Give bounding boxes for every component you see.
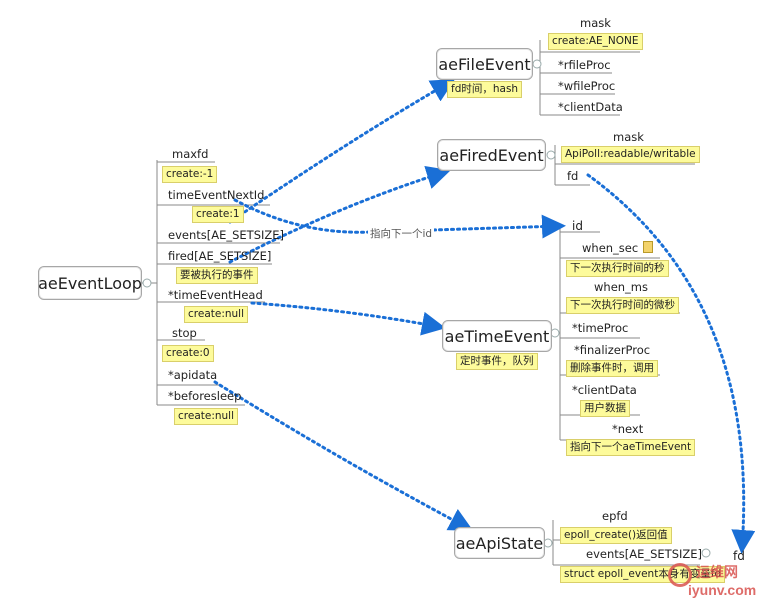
field-events: events[AE_SETSIZE] — [168, 228, 285, 242]
note-finalizerproc: 删除事件时，调用 — [566, 360, 658, 377]
node-ae-event-loop[interactable]: aeEventLoop — [38, 266, 142, 300]
event-loop-branches — [141, 160, 280, 406]
connector-label-next-id: 指向下一个id — [368, 227, 435, 241]
node-ae-time-event[interactable]: aeTimeEvent — [442, 320, 552, 352]
note-fired-mask: ApiPoll:readable/writable — [561, 146, 700, 163]
field-rfileproc: *rfileProc — [558, 58, 611, 72]
field-file-mask: mask — [580, 16, 611, 30]
field-next: *next — [612, 422, 644, 436]
field-fired-fd: fd — [567, 169, 579, 183]
watermark-text-cn: 运维网 — [696, 564, 738, 580]
note-time-event-next-id: create:1 — [192, 206, 244, 223]
watermark-logo — [668, 563, 692, 587]
note-when-sec: 下一次执行时间的秒 — [566, 260, 669, 277]
watermark-text-url: iyunv.com — [688, 582, 757, 598]
note-when-ms: 下一次执行时间的微秒 — [566, 297, 679, 314]
field-id: id — [572, 219, 583, 233]
note-time-event: 定时事件，队列 — [456, 353, 538, 370]
field-fired: fired[AE_SETSIZE] — [168, 249, 272, 263]
note-file-mask: create:AE_NONE — [548, 33, 643, 50]
node-ae-api-state[interactable]: aeApiState — [454, 527, 545, 559]
note-time-clientdata: 用户数据 — [580, 400, 630, 417]
field-api-fd: fd — [733, 549, 745, 563]
field-beforesleep: *beforesleep — [168, 389, 242, 403]
field-time-clientdata: *clientData — [572, 383, 637, 397]
node-ae-fired-event[interactable]: aeFiredEvent — [437, 139, 546, 171]
note-beforesleep: create:null — [174, 408, 239, 425]
note-maxfd: create:-1 — [162, 166, 218, 183]
field-fired-mask: mask — [613, 130, 644, 144]
note-fired: 要被执行的事件 — [176, 267, 258, 284]
field-timeproc: *timeProc — [572, 321, 629, 335]
node-ae-file-event[interactable]: aeFileEvent — [436, 48, 533, 80]
field-time-event-head: *timeEventHead — [168, 288, 263, 302]
note-stop: create:0 — [162, 345, 214, 362]
field-finalizerproc: *finalizerProc — [574, 343, 651, 357]
field-maxfd: maxfd — [172, 147, 209, 161]
note-time-event-head: create:null — [184, 306, 249, 323]
note-doc-icon — [643, 241, 653, 253]
field-when-ms: when_ms — [594, 280, 649, 294]
field-epfd: epfd — [602, 509, 628, 523]
field-file-clientdata: *clientData — [558, 100, 623, 114]
note-epfd: epoll_create()返回值 — [560, 527, 672, 544]
field-stop: stop — [172, 326, 197, 340]
field-apidata: *apidata — [168, 368, 218, 382]
note-file-event: fd时间，hash — [447, 81, 523, 98]
collapse-toggles — [142, 59, 711, 558]
note-next: 指向下一个aeTimeEvent — [566, 439, 696, 456]
reference-arrows — [213, 78, 756, 554]
field-when-sec: when_sec — [582, 241, 639, 255]
field-wfileproc: *wfileProc — [558, 79, 616, 93]
field-api-events: events[AE_SETSIZE] — [586, 547, 703, 561]
field-time-event-next-id: timeEventNextId — [168, 188, 265, 202]
